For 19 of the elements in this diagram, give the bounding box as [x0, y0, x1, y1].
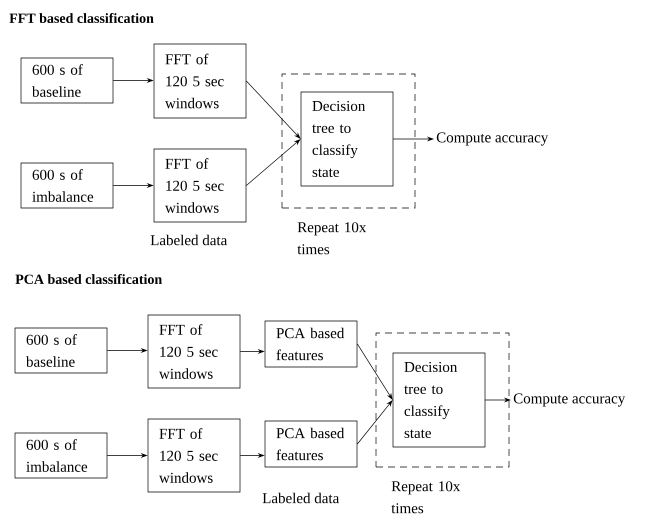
- section-heading: PCA based classification: [15, 274, 162, 284]
- process-box: PCA based features: [264, 320, 358, 368]
- process-box: FFT of 120 5 sec windows: [154, 148, 246, 222]
- process-box: FFT of 120 5 sec windows: [148, 418, 240, 492]
- annotation: Labeled data: [262, 492, 340, 504]
- process-box: Decision tree to classify state: [392, 352, 486, 448]
- process-box: FFT of 120 5 sec windows: [154, 44, 246, 118]
- section-heading: FFT based classification: [9, 12, 154, 23]
- node-label: Repeat 10x times: [391, 481, 460, 514]
- process-box: 600 s of imbalance: [14, 432, 108, 478]
- process-box: 600 s of imbalance: [20, 162, 114, 208]
- output-text: Compute accuracy: [514, 393, 626, 407]
- process-box: Decision tree to classify state: [300, 92, 394, 186]
- node-label: Repeat 10x times: [297, 222, 366, 254]
- process-box: 600 s of baseline: [20, 58, 114, 104]
- process-box: FFT of 120 5 sec windows: [148, 314, 240, 388]
- output-text: Compute accuracy: [436, 132, 548, 146]
- process-box: 600 s of baseline: [14, 328, 108, 374]
- process-box: PCA based features: [264, 420, 358, 468]
